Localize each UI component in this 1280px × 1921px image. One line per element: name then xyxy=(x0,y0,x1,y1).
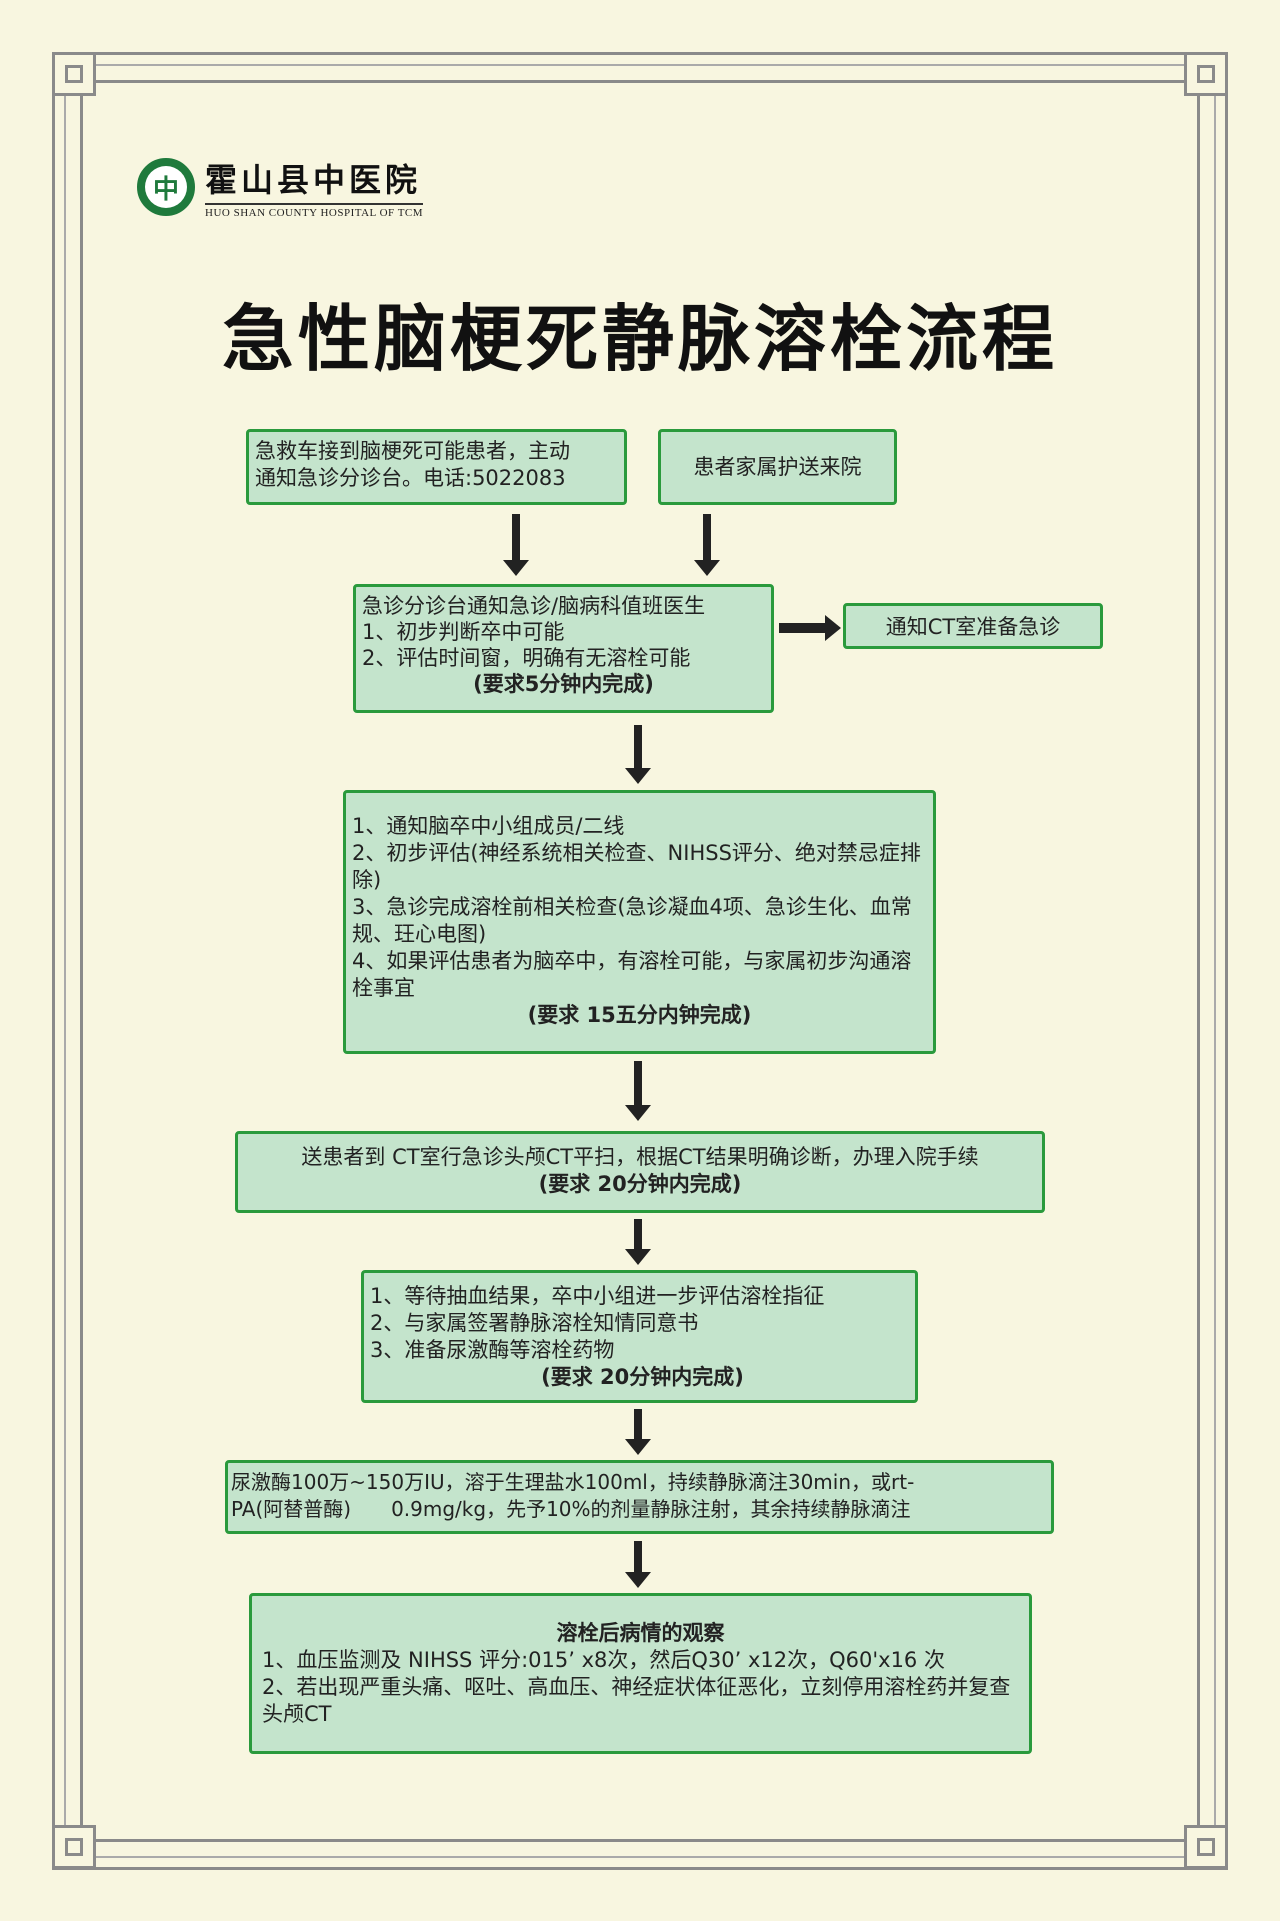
text-line: 1、通知脑卒中小组成员/二线 xyxy=(352,814,625,838)
family-box: 患者家属护送来院 xyxy=(658,429,897,505)
text-line: 3、急诊完成溶栓前相关检查(急诊凝血4项、急诊生化、血常规、玨心电图) xyxy=(352,895,912,946)
text-line: 2、评估时间窗，明确有无溶栓可能 xyxy=(362,646,691,670)
thrombolytic-drug-box: 尿激酶100万~150万IU，溶于生理盐水100ml，持续静脉滴注30min，或… xyxy=(225,1460,1054,1534)
page-title: 急性脑梗死静脉溶栓流程 xyxy=(221,297,1058,381)
corner-ornament xyxy=(52,1825,96,1869)
text-line: 急诊分诊台通知急诊/脑病科值班医生 xyxy=(362,594,706,618)
time-requirement: (要求 20分钟内完成) xyxy=(538,1172,742,1196)
text-line: 通知CT室准备急诊 xyxy=(885,615,1061,639)
text-line: 2、初步评估(神经系统相关检查、NIHSS评分、绝对禁忌症排除) xyxy=(352,841,921,892)
text-line: 1、血压监测及 NIHSS 评分:015’ x8次，然后Q30’ x12次，Q6… xyxy=(262,1648,945,1672)
text-line: 尿激酶100万~150万IU，溶于生理盐水100ml，持续静脉滴注30min，或… xyxy=(231,1470,915,1494)
arrow-right xyxy=(779,615,841,641)
ambulance-box: 急救车接到脑梗死可能患者，主动 通知急诊分诊台。电话:5022083 xyxy=(246,429,627,505)
arrow-down xyxy=(625,1409,651,1455)
time-requirement: (要求 20分钟内完成) xyxy=(541,1365,744,1389)
text-line: 急救车接到脑梗死可能患者，主动 xyxy=(255,439,570,463)
hospital-name-cn: 霍山县中医院 xyxy=(205,155,424,205)
corner-ornament xyxy=(1184,1825,1228,1869)
triage-box: 急诊分诊台通知急诊/脑病科值班医生 1、初步判断卒中可能 2、评估时间窗，明确有… xyxy=(353,584,774,713)
ct-notice-box: 通知CT室准备急诊 xyxy=(843,603,1103,649)
arrow-down xyxy=(625,1219,651,1265)
arrow-down xyxy=(625,1061,651,1121)
corner-ornament xyxy=(1184,52,1228,96)
text-line: PA(阿替普酶) 0.9mg/kg，先予10%的剂量静脉注射，其余持续静脉滴注 xyxy=(231,1497,911,1521)
hospital-logo: 中 霍山县中医院 HUO SHAN COUNTY HOSPITAL OF TCM xyxy=(137,155,424,219)
corner-ornament xyxy=(52,52,96,96)
text-line: 2、若出现严重头痛、呕吐、高血压、神经症状体征恶化，立刻停用溶栓药并复查头颅CT xyxy=(262,1675,1011,1726)
text-line: 1、初步判断卒中可能 xyxy=(362,620,565,644)
time-requirement: (要求 15五分内钟完成) xyxy=(527,1003,752,1027)
text-line: 通知急诊分诊台。电话:5022083 xyxy=(255,466,566,490)
inner-frame xyxy=(80,80,1200,1842)
arrow-down xyxy=(694,514,720,576)
time-requirement: (要求5分钟内完成) xyxy=(473,672,654,696)
outer-frame xyxy=(52,52,1228,1870)
ct-scan-box: 送患者到 CT室行急诊头颅CT平扫，根据CT结果明确诊断，办理入院手续 (要求 … xyxy=(235,1131,1045,1213)
consent-box: 1、等待抽血结果，卒中小组进一步评估溶栓指征 2、与家属签署静脉溶栓知情同意书 … xyxy=(361,1270,918,1403)
post-thrombolysis-box: 溶栓后病情的观察 1、血压监测及 NIHSS 评分:015’ x8次，然后Q30… xyxy=(249,1593,1032,1754)
text-line: 2、与家属签署静脉溶栓知情同意书 xyxy=(370,1311,699,1335)
middle-frame xyxy=(64,64,1216,1858)
text-line: 患者家属护送来院 xyxy=(693,455,862,479)
text-line: 1、等待抽血结果，卒中小组进一步评估溶栓指征 xyxy=(370,1284,825,1308)
hospital-name-en: HUO SHAN COUNTY HOSPITAL OF TCM xyxy=(205,207,424,219)
arrow-down xyxy=(625,1541,651,1588)
arrow-down xyxy=(503,514,529,576)
text-line: 4、如果评估患者为脑卒中，有溶栓可能，与家属初步沟通溶栓事宜 xyxy=(352,949,912,1000)
section-heading: 溶栓后病情的观察 xyxy=(556,1621,725,1645)
arrow-down xyxy=(625,725,651,784)
text-line: 送患者到 CT室行急诊头颅CT平扫，根据CT结果明确诊断，办理入院手续 xyxy=(301,1145,979,1169)
text-line: 3、准备尿激酶等溶栓药物 xyxy=(370,1338,615,1362)
stroke-team-box: 1、通知脑卒中小组成员/二线 2、初步评估(神经系统相关检查、NIHSS评分、绝… xyxy=(343,790,936,1054)
hospital-seal-icon: 中 xyxy=(137,158,195,216)
